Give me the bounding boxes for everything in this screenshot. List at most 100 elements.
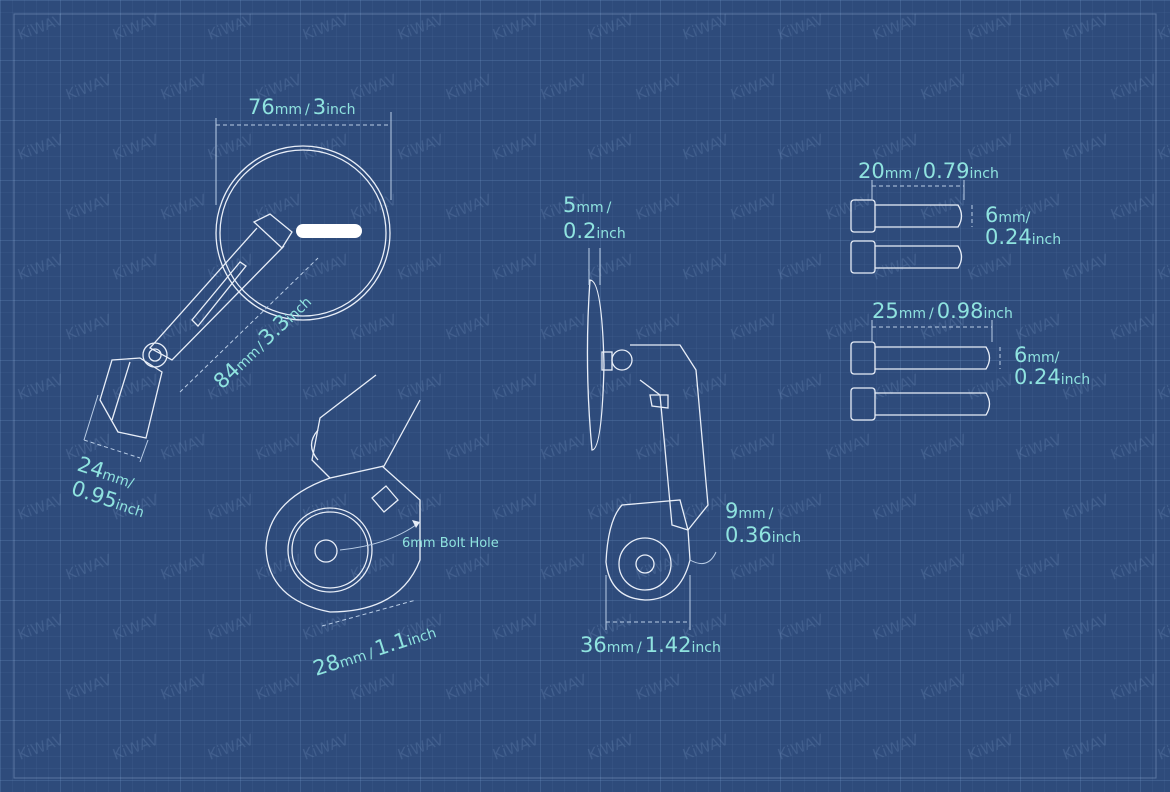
watermark-text: KiWAV [395, 250, 447, 283]
watermark-layer: KiWAV KiWAV KiWAV KiWAV KiWAV KiWAV KiWAV KiWAV… [15, 10, 1170, 792]
watermark-text: KiWAV [15, 130, 67, 163]
watermark-text: KiWAV [775, 610, 827, 643]
watermark-text: KiWAV [490, 130, 542, 163]
watermark-text: KiWAV [15, 10, 67, 43]
watermark-text: KiWAV [1155, 730, 1170, 763]
watermark-text: KiWAV [965, 370, 1017, 403]
clamp-detail-view: 6mm Bolt Hole 28mm/1.1inch [265, 374, 499, 681]
watermark-text: KiWAV [823, 670, 875, 703]
watermark-text: KiWAV [728, 430, 780, 463]
watermark-text: KiWAV [585, 130, 637, 163]
watermark-text: KiWAV [300, 610, 352, 643]
watermark-text: KiWAV [775, 490, 827, 523]
watermark-text: KiWAV [728, 70, 780, 103]
watermark-text: KiWAV [110, 610, 162, 643]
watermark-text: KiWAV [158, 190, 210, 223]
watermark-text: KiWAV [490, 490, 542, 523]
watermark-text: KiWAV [443, 670, 495, 703]
watermark-text: KiWAV [15, 610, 67, 643]
dim-clamp-height: 36mm/1.42inch [580, 575, 721, 657]
watermark-text: KiWAV [490, 370, 542, 403]
watermark-text: KiWAV [918, 670, 970, 703]
watermark-text: KiWAV [348, 550, 400, 583]
svg-text:5mm/: 5mm/ [563, 193, 612, 217]
watermark-text: KiWAV [348, 310, 400, 343]
watermark-text: KiWAV [870, 730, 922, 763]
watermark-text: KiWAV [1060, 730, 1112, 763]
watermark-text: KiWAV [918, 430, 970, 463]
watermark-text: KiWAV [775, 730, 827, 763]
watermark-text: KiWAV [1155, 490, 1170, 523]
watermark-text: KiWAV [63, 550, 115, 583]
watermark-text: KiWAV [965, 610, 1017, 643]
watermark-text: KiWAV [1108, 70, 1160, 103]
watermark-text: KiWAV [348, 70, 400, 103]
watermark-text: KiWAV [728, 670, 780, 703]
watermark-text: KiWAV [823, 190, 875, 223]
watermark-text: KiWAV [918, 70, 970, 103]
watermark-text: KiWAV [965, 130, 1017, 163]
watermark-text: KiWAV [728, 190, 780, 223]
watermark-text: KiWAV [395, 10, 447, 43]
watermark-text: KiWAV [680, 10, 732, 43]
watermark-text: KiWAV [110, 10, 162, 43]
watermark-text: KiWAV [870, 370, 922, 403]
watermark-text: KiWAV [300, 10, 352, 43]
watermark-text: KiWAV [443, 70, 495, 103]
svg-text:36mm/1.42inch: 36mm/1.42inch [580, 633, 721, 657]
dim-clamp-depth: 9mm/ 0.36inch [725, 499, 801, 547]
watermark-text: KiWAV [1155, 10, 1170, 43]
watermark-text: KiWAV [63, 670, 115, 703]
watermark-text: KiWAV [633, 190, 685, 223]
watermark-text: KiWAV [443, 190, 495, 223]
watermark-text: KiWAV [633, 310, 685, 343]
watermark-text: KiWAV [823, 430, 875, 463]
watermark-text: KiWAV [15, 370, 67, 403]
watermark-text: KiWAV [918, 550, 970, 583]
watermark-text: KiWAV [1013, 550, 1065, 583]
svg-text:0.24inch: 0.24inch [985, 225, 1061, 249]
watermark-text: KiWAV [443, 550, 495, 583]
watermark-text: KiWAV [1155, 610, 1170, 643]
svg-text:0.24inch: 0.24inch [1014, 365, 1090, 389]
svg-text:76mm/3inch: 76mm/3inch [248, 95, 355, 119]
watermark-text: KiWAV [633, 430, 685, 463]
watermark-text: KiWAV [870, 610, 922, 643]
watermark-text: KiWAV [63, 310, 115, 343]
watermark-text: KiWAV [775, 250, 827, 283]
watermark-text: KiWAV [1108, 190, 1160, 223]
watermark-text: KiWAV [158, 430, 210, 463]
watermark-text: KiWAV [348, 190, 400, 223]
watermark-text: KiWAV [680, 370, 732, 403]
watermark-text: KiWAV [15, 490, 67, 523]
svg-text:0.2inch: 0.2inch [563, 219, 626, 243]
watermark-text: KiWAV [158, 70, 210, 103]
watermark-text: KiWAV [870, 10, 922, 43]
watermark-text: KiWAV [1108, 550, 1160, 583]
watermark-text: KiWAV [1108, 310, 1160, 343]
watermark-text: KiWAV [1155, 370, 1170, 403]
svg-text:6mm/: 6mm/ [985, 203, 1031, 227]
watermark-text: KiWAV [490, 610, 542, 643]
watermark-text: KiWAV [775, 10, 827, 43]
watermark-text: KiWAV [253, 670, 305, 703]
watermark-text: KiWAV [1013, 310, 1065, 343]
watermark-text: KiWAV [395, 730, 447, 763]
svg-text:20mm/0.79inch: 20mm/0.79inch [858, 159, 999, 183]
watermark-text: KiWAV [965, 490, 1017, 523]
watermark-text: KiWAV [728, 310, 780, 343]
watermark-text: KiWAV [1155, 250, 1170, 283]
watermark-text: KiWAV [443, 310, 495, 343]
watermark-text: KiWAV [110, 250, 162, 283]
watermark-text: KiWAV [15, 250, 67, 283]
watermark-text: KiWAV [253, 430, 305, 463]
watermark-text: KiWAV [1060, 10, 1112, 43]
watermark-text: KiWAV [1155, 130, 1170, 163]
watermark-text: KiWAV [1060, 610, 1112, 643]
watermark-text: KiWAV [300, 250, 352, 283]
watermark-text: KiWAV [205, 250, 257, 283]
watermark-text: KiWAV [1013, 70, 1065, 103]
watermark-text: KiWAV [680, 130, 732, 163]
watermark-text: KiWAV [585, 490, 637, 523]
